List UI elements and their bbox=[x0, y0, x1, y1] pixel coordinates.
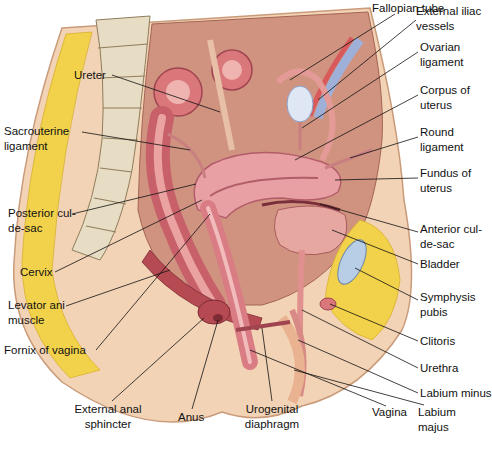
part-label: Levator ani muscle bbox=[8, 298, 70, 328]
sacrouterine-ligament bbox=[168, 134, 205, 178]
urogenital-diaphragm bbox=[236, 322, 290, 330]
part-label: Labium minus bbox=[420, 386, 492, 401]
ovary bbox=[287, 86, 313, 122]
part-label: Bladder bbox=[420, 257, 490, 272]
urethra bbox=[300, 250, 302, 336]
round-ligament bbox=[325, 150, 372, 168]
part-label: Sacrouterine ligament bbox=[4, 124, 86, 154]
ovarian-ligament bbox=[299, 122, 302, 150]
part-label: Posterior cul-de-sac bbox=[8, 206, 76, 236]
labium-majus bbox=[282, 318, 300, 402]
clitoris bbox=[320, 298, 336, 310]
ureter bbox=[210, 40, 232, 150]
bladder bbox=[274, 206, 346, 255]
part-label: Cervix bbox=[20, 265, 70, 280]
part-label: Round ligament bbox=[420, 125, 480, 155]
part-label: Urogenital diaphragm bbox=[224, 402, 320, 432]
fallopian-tube bbox=[278, 71, 333, 160]
vaginal-canal bbox=[208, 208, 250, 362]
fat-layer bbox=[22, 32, 100, 378]
part-label: Vagina bbox=[372, 405, 418, 420]
part-label: Anterior cul-de-sac bbox=[420, 222, 488, 252]
pelvic-cavity bbox=[138, 12, 382, 305]
sacrum bbox=[72, 16, 150, 260]
part-label: External anal sphincter bbox=[66, 402, 150, 432]
part-label: Labium majus bbox=[418, 405, 468, 435]
part-label: Ureter bbox=[74, 68, 124, 83]
part-label: Ovarian ligament bbox=[420, 40, 488, 70]
vagina bbox=[208, 208, 250, 362]
part-label: External iliac vessels bbox=[416, 4, 484, 34]
anal-sphincter bbox=[198, 300, 230, 324]
anterior-cul-de-sac bbox=[262, 201, 340, 210]
part-label: Corpus of uterus bbox=[420, 83, 488, 113]
bowel-lumen bbox=[222, 60, 242, 80]
part-label: Fundus of uterus bbox=[420, 166, 488, 196]
part-label: Anus bbox=[178, 410, 214, 425]
part-label: Urethra bbox=[420, 361, 490, 376]
part-label: Fornix of vagina bbox=[4, 343, 114, 358]
part-label: Symphysis pubis bbox=[420, 290, 488, 320]
leader-lines bbox=[55, 14, 424, 409]
uterine-cavity bbox=[210, 178, 318, 196]
part-label: Clitoris bbox=[420, 334, 490, 349]
